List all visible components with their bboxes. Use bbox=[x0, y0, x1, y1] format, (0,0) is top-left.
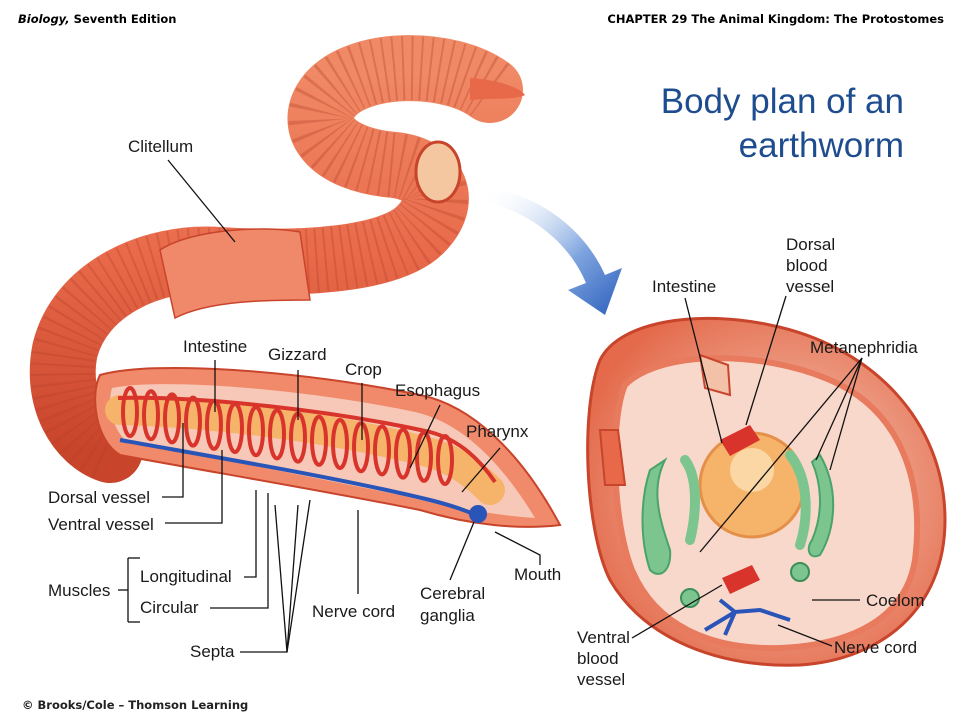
septum-ring bbox=[310, 414, 328, 467]
septum-ring bbox=[394, 427, 412, 480]
dorsal-vessel-line bbox=[117, 395, 497, 484]
label-mouth: Mouth bbox=[514, 565, 561, 584]
label-esophagus: Esophagus bbox=[395, 381, 480, 400]
metanephridium-left bbox=[641, 457, 672, 575]
septum-ring bbox=[331, 418, 349, 470]
septum-ring bbox=[373, 424, 391, 477]
dissected-anterior bbox=[94, 366, 562, 528]
septum-ring bbox=[247, 405, 265, 458]
septum-ring bbox=[142, 389, 160, 442]
label-clitellum: Clitellum bbox=[128, 137, 193, 156]
leader-lines bbox=[118, 159, 863, 653]
section-dorsal-vessel bbox=[720, 425, 760, 456]
earthworm-body bbox=[29, 35, 525, 483]
septum-ring bbox=[352, 421, 370, 474]
label-ganglia: ganglia bbox=[420, 606, 475, 625]
label-section-nerve-cord: Nerve cord bbox=[834, 638, 917, 657]
label-muscles: Muscles bbox=[48, 581, 110, 600]
label-circular: Circular bbox=[140, 598, 199, 617]
label-section-blood-2: blood bbox=[577, 649, 619, 668]
septum-ring bbox=[163, 392, 181, 445]
label-longitudinal: Longitudinal bbox=[140, 567, 232, 586]
label-section-dorsal: Dorsal bbox=[786, 235, 835, 254]
label-metanephridia: Metanephridia bbox=[810, 338, 918, 357]
label-septa: Septa bbox=[190, 642, 235, 661]
label-gizzard: Gizzard bbox=[268, 345, 327, 364]
slide-title: Body plan of an earthworm bbox=[584, 80, 904, 168]
slide-title-line-1: Body plan of an bbox=[660, 82, 904, 121]
label-section-blood: blood bbox=[786, 256, 828, 275]
label-intestine: Intestine bbox=[183, 337, 247, 356]
label-crop: Crop bbox=[345, 360, 382, 379]
slide-title-line-2: earthworm bbox=[738, 126, 904, 165]
label-section-vessel-2: vessel bbox=[577, 670, 625, 689]
metanephridium-right bbox=[807, 453, 835, 558]
label-section-vessel: vessel bbox=[786, 277, 834, 296]
label-ventral-vessel: Ventral vessel bbox=[48, 515, 154, 534]
label-cerebral: Cerebral bbox=[420, 584, 485, 603]
septum-ring bbox=[268, 408, 286, 461]
label-pharynx: Pharynx bbox=[466, 422, 529, 441]
blue-arrow bbox=[488, 188, 622, 315]
clitellum-band bbox=[159, 228, 311, 320]
section-ventral-vessel bbox=[722, 565, 760, 594]
nerve-cord-line bbox=[119, 438, 479, 518]
label-dorsal-vessel: Dorsal vessel bbox=[48, 488, 150, 507]
cut-surface bbox=[414, 140, 462, 204]
copyright-notice: © Brooks/Cole – Thomson Learning bbox=[22, 698, 249, 712]
septum-ring bbox=[121, 386, 139, 438]
section-typhlosole bbox=[730, 448, 774, 492]
label-section-ventral: Ventral bbox=[577, 628, 630, 647]
book-edition: Seventh Edition bbox=[69, 12, 177, 26]
septum-ring bbox=[415, 430, 433, 483]
cerebral-ganglia-shape bbox=[469, 505, 487, 523]
chapter-header: CHAPTER 29 The Animal Kingdom: The Proto… bbox=[607, 12, 944, 26]
cross-section bbox=[586, 316, 947, 667]
label-nerve-cord: Nerve cord bbox=[312, 602, 395, 621]
section-nerve-cord bbox=[703, 598, 791, 636]
book-title: Biology, bbox=[18, 12, 70, 26]
label-coelom: Coelom bbox=[866, 591, 925, 610]
label-section-intestine: Intestine bbox=[652, 277, 716, 296]
book-header: Biology, Seventh Edition bbox=[18, 12, 176, 26]
septum-ring bbox=[184, 395, 202, 448]
